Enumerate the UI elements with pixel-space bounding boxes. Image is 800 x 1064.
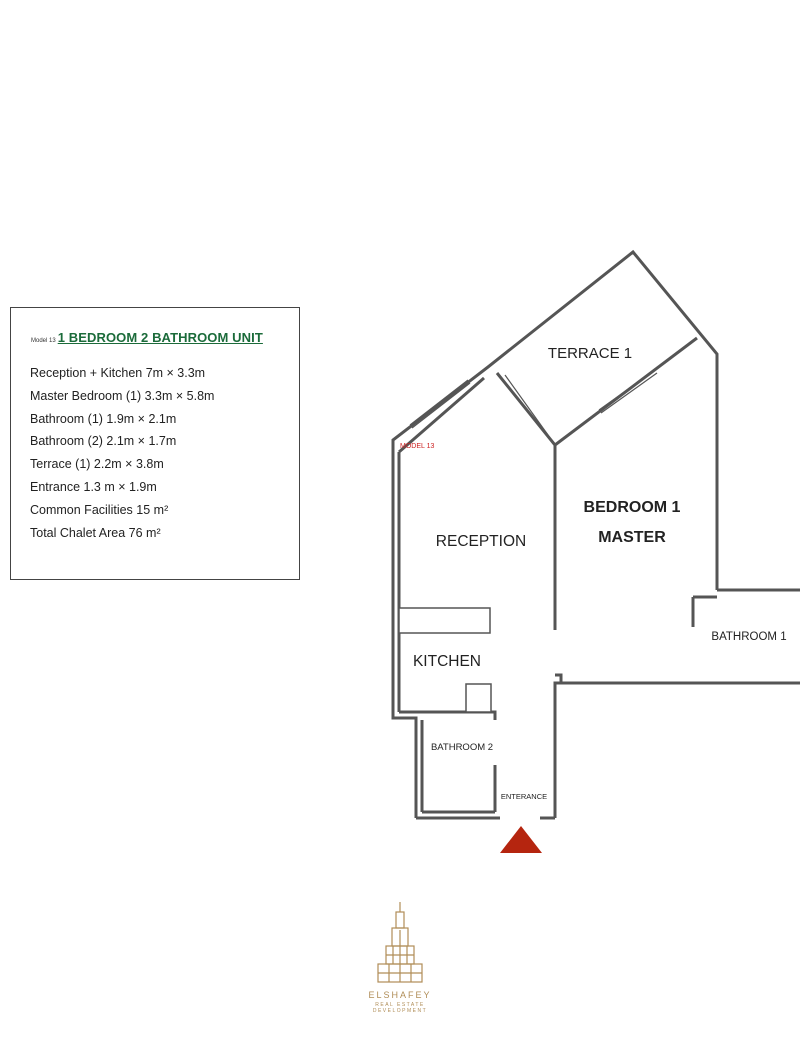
spec-item: Bathroom (2) 2.1m × 1.7m [30, 434, 177, 449]
spec-item: Entrance 1.3 m × 1.9m [30, 479, 157, 494]
window-mark [598, 369, 656, 411]
window-mark [600, 372, 658, 414]
bathroom1-label: BATHROOM 1 [711, 631, 786, 643]
terrace-label: TERRACE 1 [548, 345, 632, 362]
bathroom2-top-wall [399, 710, 497, 720]
spec-item: Terrace (1) 2.2m × 3.8m [30, 457, 164, 472]
reception-label: RECEPTION [436, 533, 526, 550]
model-tag: Model 13 [31, 338, 56, 344]
window-mark [504, 374, 549, 436]
window-mark [409, 379, 469, 426]
reception-bedroom-wall [495, 372, 557, 630]
kitchen-counter [398, 607, 491, 634]
spec-item: Common Facilities 15 m² [30, 502, 169, 517]
tower-icon [377, 902, 423, 983]
terrace-wall [554, 336, 698, 447]
spec-item: Bathroom (1) 1.9m × 2.1m [30, 411, 177, 426]
info-title-row: Model 13 1 BEDROOM 2 BATHROOM UNIT [31, 330, 263, 345]
bedroom-label-line1: BEDROOM 1 [584, 499, 681, 516]
spec-item: Master Bedroom (1) 3.3m × 5.8m [30, 388, 215, 403]
bathroom1-bottom-wall [553, 681, 800, 818]
entrance-label: ENTERANCE [501, 792, 547, 801]
entrance-arrow-icon [500, 826, 542, 853]
company-logo: ELSHAFEY REAL ESTATE DEVELOPMENT [352, 900, 448, 1020]
reception-top-inner [398, 376, 485, 454]
bedroom-lower-wall [555, 673, 563, 683]
outer-wall [391, 249, 719, 818]
windows [409, 369, 658, 436]
spec-list: Reception + Kitchen 7m × 3.3m Master Bed… [30, 362, 214, 544]
kitchen-appliance [465, 683, 492, 713]
window-mark [411, 382, 471, 429]
spec-item: Total Chalet Area 76 m² [30, 525, 161, 540]
kitchen-label: KITCHEN [413, 653, 481, 670]
bedroom-label-line2: MASTER [598, 529, 666, 546]
walls [391, 249, 800, 820]
model-label: MODEL 13 [400, 443, 434, 450]
unit-info-panel: Model 13 1 BEDROOM 2 BATHROOM UNIT Recep… [10, 307, 300, 580]
spec-item: Reception + Kitchen 7m × 3.3m [30, 366, 206, 380]
logo-subtitle: REAL ESTATE DEVELOPMENT [372, 1002, 428, 1014]
unit-title: 1 BEDROOM 2 BATHROOM UNIT [57, 330, 263, 345]
bathroom2-label: BATHROOM 2 [431, 742, 493, 753]
logo-name: ELSHAFEY [368, 990, 432, 1000]
